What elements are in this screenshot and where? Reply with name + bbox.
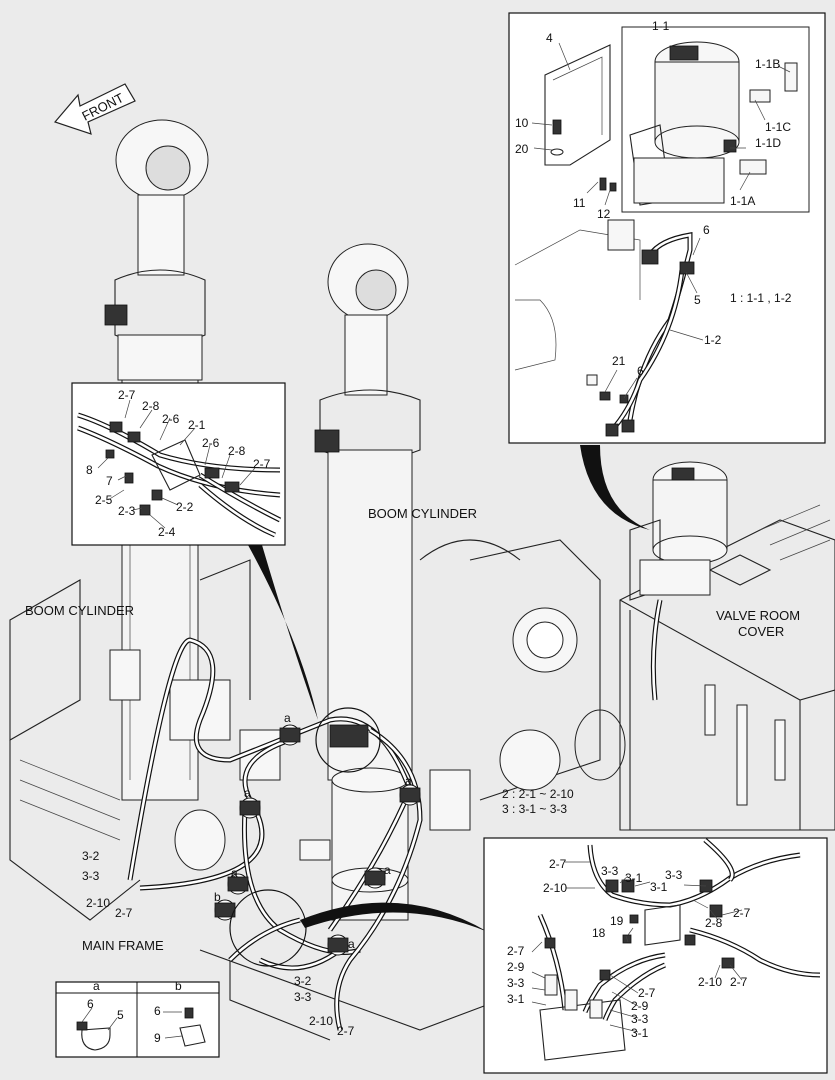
detail-ab-callouts: a 6 5 b 6 9 [87,979,182,1045]
front-arrow: FRONT [53,83,136,135]
callout: 3-3 [294,990,312,1004]
callout: 2-10 [543,881,567,895]
callout: a [405,774,412,788]
callout: 2-7 [118,388,136,402]
callout: 2-7 [337,1024,355,1038]
callout: 6 [87,997,94,1011]
callout: 7 [106,474,113,488]
inset-pump-panel [508,12,826,444]
callout: 8 [86,463,93,477]
callout: 2-6 [162,412,180,426]
callout: 5 [694,293,701,307]
callout: 3-3 [82,869,100,883]
callout: 2-10 [698,975,722,989]
callout: 2-7 [115,906,133,920]
callout: 2-3 [118,504,136,518]
callout: 18 [592,926,606,940]
callout: 1-1B [755,57,780,71]
callout: 3-2 [294,974,312,988]
main-frame-label: MAIN FRAME [82,938,164,953]
callout: 6 [154,1004,161,1018]
manifold-highlight [229,707,381,967]
group-note-2: 2 : 2-1 ~ 2-10 [502,787,574,801]
callout: 2-8 [142,399,160,413]
callout: a [348,937,355,951]
callout: 21 [612,354,626,368]
callout: 3-3 [507,976,525,990]
callout: 4 [546,31,553,45]
callout: 6 [703,223,710,237]
inset-lower-panel [483,837,828,1074]
callout: 19 [610,914,624,928]
callout: 2-8 [705,916,723,930]
inset-pump-callouts: 1-1 4 1-1B 1-1C 1-1D 1-1A 10 20 11 12 6 … [515,19,791,378]
callout: 2-9 [631,999,649,1013]
callout: 2-7 [730,975,748,989]
inset-lower-callouts: 2-7 3-3 3-1 3-3 3-1 2-10 2-8 2-7 19 18 2… [507,857,751,1040]
center-boom-cylinder [314,243,421,921]
callout: 3-3 [631,1012,649,1026]
callout: 2-7 [507,944,525,958]
callout: 3-2 [82,849,100,863]
callout: 1-1C [765,120,791,134]
callout: a [231,866,238,880]
callout: 10 [515,116,529,130]
group-note-3: 3 : 3-1 ~ 3-3 [502,802,567,816]
callout: 2-9 [507,960,525,974]
callout: 3-3 [601,864,619,878]
callout: 2-10 [309,1014,333,1028]
boom-cylinder-center-label: BOOM CYLINDER [368,506,477,521]
callout: 2-8 [228,444,246,458]
callout: 3-1 [507,992,525,1006]
callout: 2-7 [253,457,271,471]
callout: 11 [573,196,586,210]
callout: b [214,890,221,904]
pump-assembly-main [629,461,728,701]
callout: 12 [597,207,611,221]
group-note-1: 1 : 1-1 , 1-2 [730,291,792,305]
callout: 1-2 [704,333,722,347]
callout: 1-1A [730,194,755,208]
detail-b-title: b [175,979,182,993]
callout: 3-3 [665,868,683,882]
inset-manifold-callouts: 2-7 2-8 2-6 2-1 2-6 2-8 2-7 8 7 2-5 2-3 … [86,388,271,539]
callout: 2-7 [638,986,656,1000]
callout: 3-1 [650,880,668,894]
leader-wedges [248,445,650,932]
main-frame-structure [9,539,601,1041]
inset-manifold-panel [71,382,286,546]
valve-room-label-1: VALVE ROOM [716,608,800,623]
callout: 2-4 [158,525,176,539]
boom-cylinder-left-label: BOOM CYLINDER [25,603,134,618]
callout: a [244,786,251,800]
callout: 1-1 [652,19,670,33]
callout: 3-1 [631,1026,649,1040]
main-callouts: a a a a a a b 3-2 3-3 2-10 2-7 3-2 3-3 2… [82,711,412,1038]
detail-a-title: a [93,979,100,993]
callout: a [284,711,291,725]
callout: a [384,863,391,877]
callout: 1-1D [755,136,781,150]
callout: 2-10 [86,896,110,910]
callout: 5 [117,1008,124,1022]
detail-ab-box [55,981,220,1058]
callout: 6 [637,364,644,378]
callout: 3-1 [625,871,643,885]
valve-room [574,504,835,831]
callout: 20 [515,142,529,156]
callout: 2-1 [188,418,206,432]
callout: 9 [154,1031,161,1045]
valve-room-label-2: COVER [738,624,784,639]
clamp-markers [214,724,421,956]
callout: 2-7 [549,857,567,871]
diagram-text: BOOM CYLINDER BOOM CYLINDER VALVE ROOM C… [25,291,800,953]
callout: 2-5 [95,493,113,507]
callout: 2-7 [733,906,751,920]
callout: 2-2 [176,500,194,514]
callout: 2-6 [202,436,220,450]
